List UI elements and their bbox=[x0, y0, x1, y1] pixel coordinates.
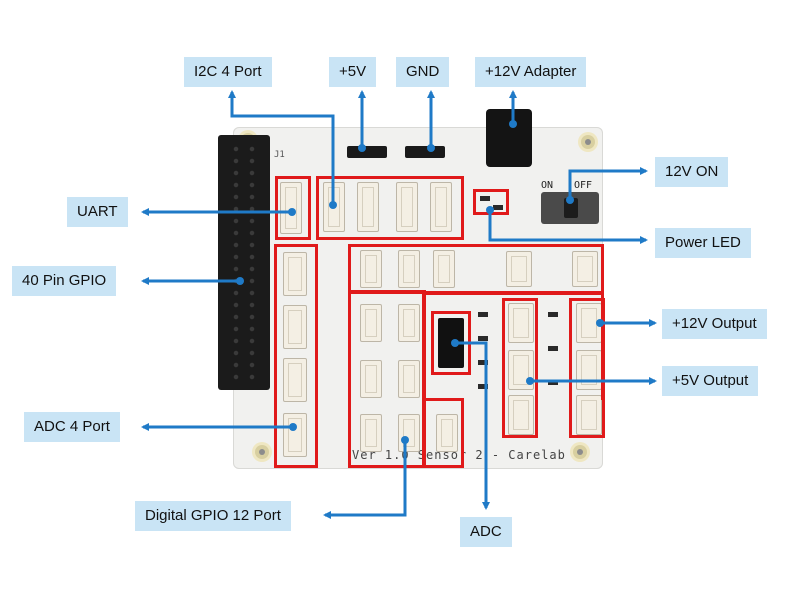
adc-connector bbox=[283, 252, 307, 296]
dc-power-jack bbox=[486, 109, 532, 167]
aux-connector bbox=[506, 251, 532, 287]
smd-component bbox=[548, 346, 558, 351]
label-adc-4-port: ADC 4 Port bbox=[24, 412, 120, 442]
i2c-connector bbox=[396, 182, 418, 232]
gnd-pin-header bbox=[405, 146, 445, 158]
mounting-hole bbox=[581, 135, 595, 149]
digital-connector bbox=[398, 304, 420, 342]
i2c-highlight bbox=[316, 176, 464, 240]
label-12v-adapter: +12V Adapter bbox=[475, 57, 587, 87]
label-12v-on: 12V ON bbox=[655, 157, 729, 187]
5v-output-highlight bbox=[502, 298, 538, 438]
5v-pin-header bbox=[347, 146, 387, 158]
5v-output-connector bbox=[508, 303, 534, 343]
digital-gpio-lower-right-highlight bbox=[422, 398, 464, 468]
power-led-highlight bbox=[473, 189, 509, 215]
label-5v-output: +5V Output bbox=[662, 366, 759, 396]
smd-component bbox=[493, 205, 503, 210]
digital-connector bbox=[433, 250, 455, 288]
label-uart: UART bbox=[67, 197, 128, 227]
label-40-pin-gpio: 40 Pin GPIO bbox=[12, 266, 117, 296]
12v-output-connector bbox=[576, 303, 602, 343]
adc-connector bbox=[283, 358, 307, 402]
label-5v: +5V bbox=[329, 57, 377, 87]
i2c-connector bbox=[430, 182, 452, 232]
5v-output-connector bbox=[508, 395, 534, 435]
smd-component bbox=[478, 312, 488, 317]
label-gnd: GND bbox=[396, 57, 450, 87]
adc-port-highlight bbox=[274, 244, 318, 468]
adc-chip-highlight bbox=[431, 311, 471, 375]
digital-connector bbox=[360, 304, 382, 342]
label-adc: ADC bbox=[460, 517, 512, 547]
digital-gpio-highlight bbox=[348, 244, 604, 294]
adc-connector bbox=[283, 305, 307, 349]
12v-output-connector bbox=[576, 395, 602, 435]
power-switch bbox=[541, 192, 599, 224]
adc-connector bbox=[283, 413, 307, 457]
digital-connector bbox=[398, 360, 420, 398]
i2c-connector bbox=[357, 182, 379, 232]
smd-component bbox=[480, 196, 490, 201]
mounting-hole bbox=[255, 445, 269, 459]
off-silkscreen: OFF bbox=[574, 180, 593, 191]
digital-gpio-lower-highlight bbox=[348, 290, 426, 468]
digital-connector bbox=[360, 360, 382, 398]
aux-connector bbox=[572, 251, 598, 287]
digital-connector bbox=[360, 250, 382, 288]
12v-output-highlight bbox=[569, 298, 605, 438]
label-12v-output: +12V Output bbox=[662, 309, 767, 339]
label-digital-gpio-12-port: Digital GPIO 12 Port bbox=[135, 501, 291, 531]
smd-component bbox=[478, 336, 488, 341]
uart-highlight bbox=[275, 176, 311, 240]
smd-component bbox=[548, 380, 558, 385]
smd-component bbox=[548, 312, 558, 317]
j1-silkscreen: J1 bbox=[274, 150, 285, 160]
mounting-hole bbox=[573, 445, 587, 459]
gpio-40-pin-header bbox=[218, 135, 270, 390]
label-power-led: Power LED bbox=[655, 228, 751, 258]
on-silkscreen: ON bbox=[541, 180, 554, 191]
digital-connector bbox=[398, 250, 420, 288]
label-i2c-4-port: I2C 4 Port bbox=[184, 57, 272, 87]
